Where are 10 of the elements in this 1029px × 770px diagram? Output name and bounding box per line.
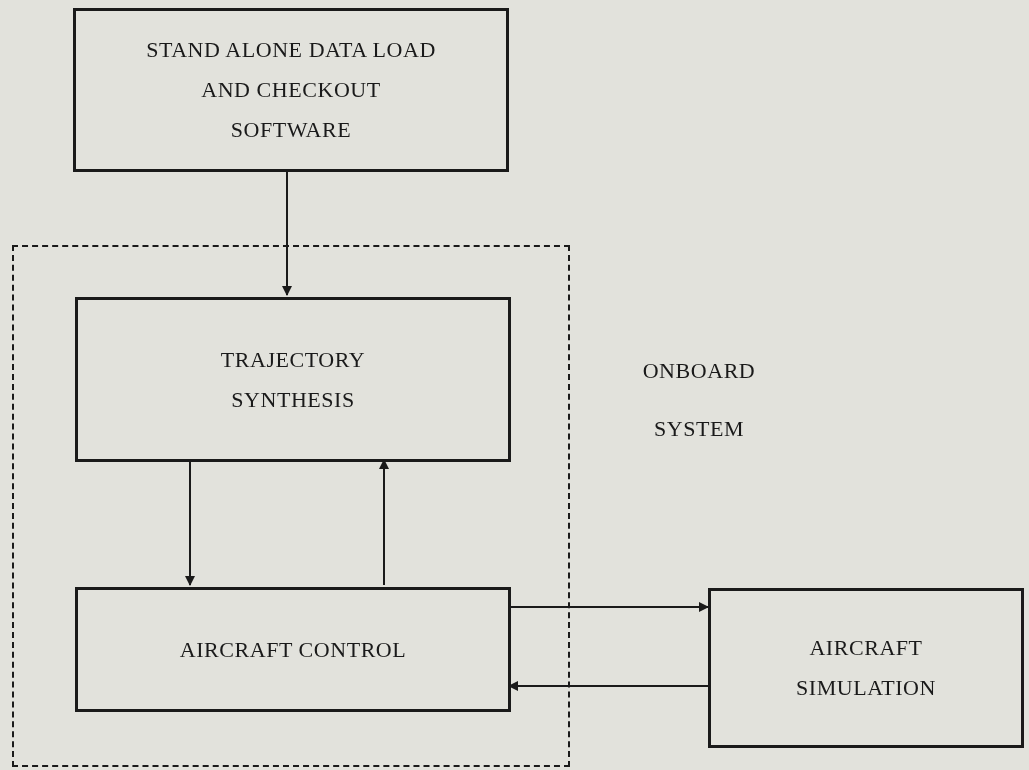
arrow xyxy=(282,171,292,296)
box-label: AIRCRAFT CONTROL xyxy=(178,635,408,664)
box-label: STAND ALONE DATA LOAD AND CHECKOUT SOFTWARE xyxy=(145,36,437,144)
process-box xyxy=(73,8,509,172)
process-box xyxy=(75,587,511,712)
group-label: ONBOARD SYSTEM xyxy=(641,357,757,443)
process-box xyxy=(708,588,1024,748)
box-label: TRAJECTORY SYNTHESIS xyxy=(219,345,367,414)
box-label: AIRCRAFT SIMULATION xyxy=(795,634,937,702)
process-box xyxy=(75,297,511,462)
